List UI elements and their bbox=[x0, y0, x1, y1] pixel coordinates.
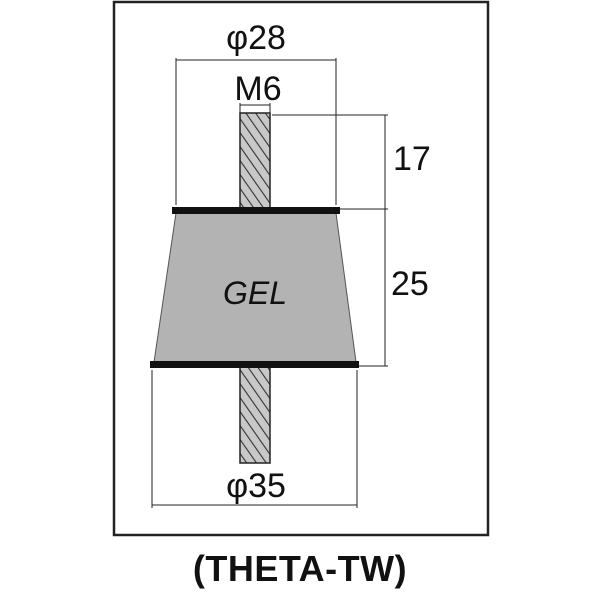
bottom-diameter-dimension bbox=[151, 370, 358, 508]
stud-length-label: 17 bbox=[393, 140, 431, 178]
top-diameter-dimension bbox=[175, 58, 337, 205]
model-caption: (THETA-TW) bbox=[192, 548, 408, 589]
drawing-frame bbox=[112, 0, 490, 537]
bottom-plate bbox=[150, 361, 359, 368]
top-threaded-stud bbox=[239, 112, 271, 210]
bottom-diameter-label: φ35 bbox=[226, 467, 286, 505]
thread-label: M6 bbox=[234, 70, 281, 108]
gel-label: GEL bbox=[223, 275, 287, 311]
bottom-threaded-stud bbox=[239, 366, 271, 464]
body-height-label: 25 bbox=[391, 265, 429, 303]
top-diameter-label: φ28 bbox=[226, 19, 286, 57]
height-dimensions bbox=[272, 114, 388, 367]
thread-dimension bbox=[239, 103, 271, 113]
top-plate bbox=[172, 207, 340, 214]
